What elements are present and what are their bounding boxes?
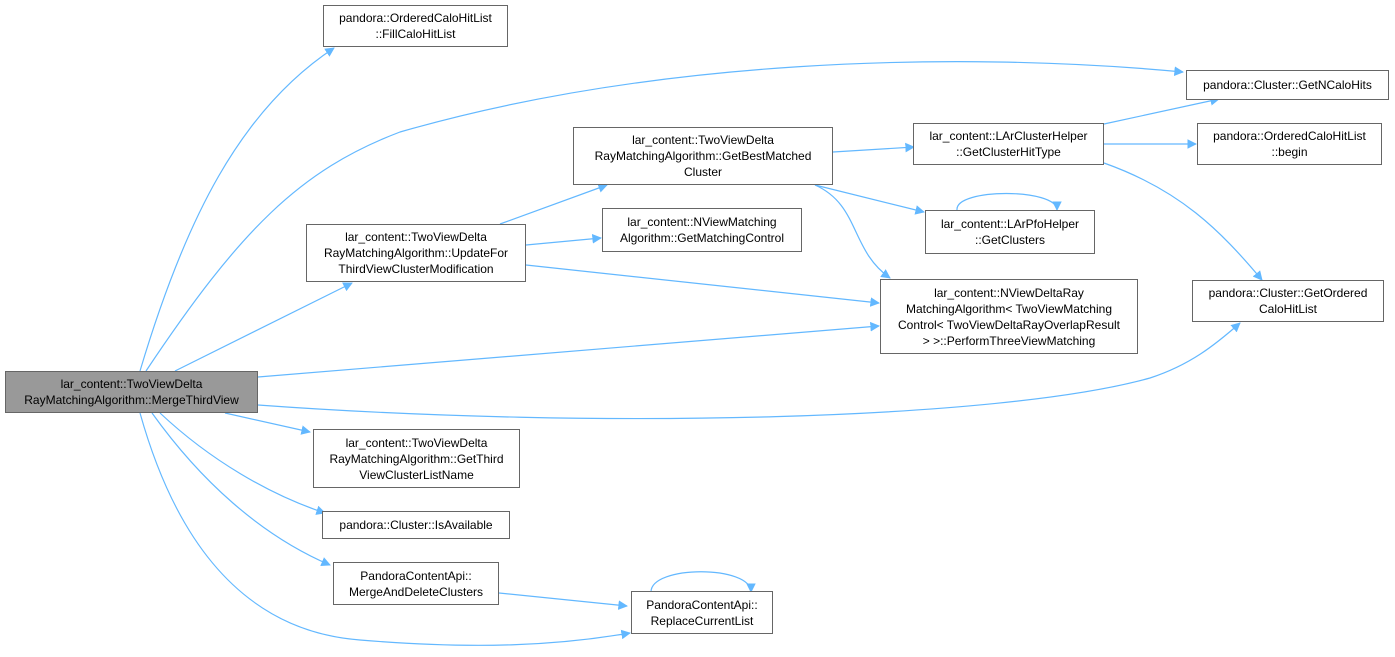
node-get-cluster-hit-type[interactable]: lar_content::LArClusterHelper ::GetClust… — [913, 123, 1104, 165]
node-perform-three-view-matching-line-4: > >::PerformThreeViewMatching — [922, 333, 1096, 348]
edge-merge-replace — [139, 412, 631, 646]
edge-merge-isavail — [159, 412, 326, 515]
node-get-best-matched-cluster-line-1: lar_content::TwoViewDelta — [632, 133, 774, 147]
edges — [139, 47, 1263, 646]
node-get-best-matched-cluster-line-2: RayMatchingAlgorithm::GetBestMatched — [594, 149, 812, 163]
node-perform-three-view-matching-line-3: Control< TwoViewDeltaRayOverlapResult — [898, 317, 1120, 332]
edge-merge-fill — [139, 47, 335, 372]
edge-merge-perform — [257, 321, 880, 378]
node-get-n-calo-hits-line-1: pandora::Cluster::GetNCaloHits — [1203, 78, 1372, 92]
edge-bestmatched-perform — [814, 184, 891, 279]
node-get-ordered-calo-hit-list[interactable]: pandora::Cluster::GetOrdered CaloHitList — [1192, 280, 1384, 322]
node-merge-and-delete-clusters-line-2: MergeAndDeleteClusters — [348, 584, 484, 599]
node-get-third-view-cluster-list-name-line-3: ViewClusterListName — [359, 467, 474, 482]
edge-update-bestmatched — [499, 183, 608, 225]
node-get-clusters-line-2: ::GetClusters — [974, 233, 1046, 247]
node-get-third-view-cluster-list-name-line-1: lar_content::TwoViewDelta — [345, 435, 488, 450]
node-get-third-view-cluster-list-name-line-2: RayMatchingAlgorithm::GetThird — [329, 451, 504, 466]
edge-merge-getncalo — [145, 61, 1184, 372]
node-update-for-third-view-line-1: lar_content::TwoViewDelta — [345, 230, 487, 244]
node-perform-three-view-matching[interactable]: lar_content::NViewDeltaRay MatchingAlgor… — [880, 279, 1138, 354]
node-get-clusters-line-1: lar_content::LArPfoHelper — [940, 217, 1080, 231]
node-is-available[interactable]: pandora::Cluster::IsAvailable — [322, 511, 510, 539]
node-merge-and-delete-clusters-line-1: PandoraContentApi:: — [360, 568, 472, 583]
node-update-for-third-view-line-3: ThirdViewClusterModification — [338, 262, 494, 276]
node-update-for-third-view[interactable]: lar_content::TwoViewDelta RayMatchingAlg… — [306, 224, 526, 282]
node-fill-calo-hit-list-line-2: ::FillCaloHitList — [375, 27, 456, 41]
edge-merge-update — [174, 282, 353, 372]
node-replace-current-list-line-1: PandoraContentApi:: — [646, 597, 758, 612]
node-get-matching-control[interactable]: lar_content::NViewMatching Algorithm::Ge… — [602, 208, 802, 252]
edge-getclusters-self — [956, 192, 1062, 211]
edge-merge-thirdname — [224, 412, 311, 435]
edge-merge-mergedel — [151, 412, 331, 567]
node-merge-third-view-line-1: lar_content::TwoViewDelta — [60, 377, 203, 391]
node-perform-three-view-matching-line-2: MatchingAlgorithm< TwoViewMatching — [906, 301, 1112, 316]
node-get-best-matched-cluster-line-3: Cluster — [683, 165, 722, 179]
node-get-matching-control-line-1: lar_content::NViewMatching — [627, 215, 777, 229]
node-get-clusters[interactable]: lar_content::LArPfoHelper ::GetClusters — [925, 210, 1095, 254]
node-ordered-calo-hit-list-begin-line-1: pandora::OrderedCaloHitList — [1213, 129, 1366, 143]
node-get-cluster-hit-type-line-2: ::GetClusterHitType — [956, 145, 1061, 159]
node-get-n-calo-hits[interactable]: pandora::Cluster::GetNCaloHits — [1186, 70, 1389, 100]
edge-merge-ordered — [257, 322, 1241, 420]
edge-update-perform — [525, 264, 880, 307]
node-replace-current-list[interactable]: PandoraContentApi:: ReplaceCurrentList — [631, 591, 773, 634]
node-get-matching-control-line-2: Algorithm::GetMatchingControl — [619, 231, 785, 245]
node-get-best-matched-cluster[interactable]: lar_content::TwoViewDelta RayMatchingAlg… — [573, 127, 833, 185]
edge-bestmatched-hittype — [832, 142, 915, 153]
node-fill-calo-hit-list-line-1: pandora::OrderedCaloHitList — [339, 11, 492, 25]
node-is-available-line-1: pandora::Cluster::IsAvailable — [339, 518, 493, 532]
edge-bestmatched-getclusters — [814, 184, 925, 215]
edge-mergedel-replace — [498, 592, 628, 610]
node-merge-third-view[interactable]: lar_content::TwoViewDelta RayMatchingAlg… — [5, 371, 258, 413]
node-get-ordered-calo-hit-list-line-2: CaloHitList — [1258, 302, 1318, 316]
edge-update-matchctrl — [525, 234, 602, 246]
edge-replace-self — [650, 571, 756, 593]
node-merge-and-delete-clusters[interactable]: PandoraContentApi:: MergeAndDeleteCluste… — [333, 562, 499, 605]
edge-hittype-ordered — [1103, 162, 1263, 281]
node-get-ordered-calo-hit-list-line-1: pandora::Cluster::GetOrdered — [1208, 286, 1368, 300]
node-get-third-view-cluster-list-name[interactable]: lar_content::TwoViewDelta RayMatchingAlg… — [313, 429, 520, 488]
node-update-for-third-view-line-2: RayMatchingAlgorithm::UpdateFor — [323, 246, 509, 260]
node-merge-third-view-line-2: RayMatchingAlgorithm::MergeThirdView — [24, 393, 239, 407]
node-replace-current-list-line-2: ReplaceCurrentList — [650, 613, 754, 628]
node-ordered-calo-hit-list-begin-line-2: ::begin — [1271, 145, 1308, 159]
edge-hittype-getncalo — [1103, 96, 1220, 125]
node-get-cluster-hit-type-line-1: lar_content::LArClusterHelper — [929, 129, 1088, 143]
node-ordered-calo-hit-list-begin[interactable]: pandora::OrderedCaloHitList ::begin — [1197, 123, 1382, 165]
node-perform-three-view-matching-line-1: lar_content::NViewDeltaRay — [934, 285, 1084, 300]
node-fill-calo-hit-list[interactable]: pandora::OrderedCaloHitList ::FillCaloHi… — [323, 5, 508, 47]
